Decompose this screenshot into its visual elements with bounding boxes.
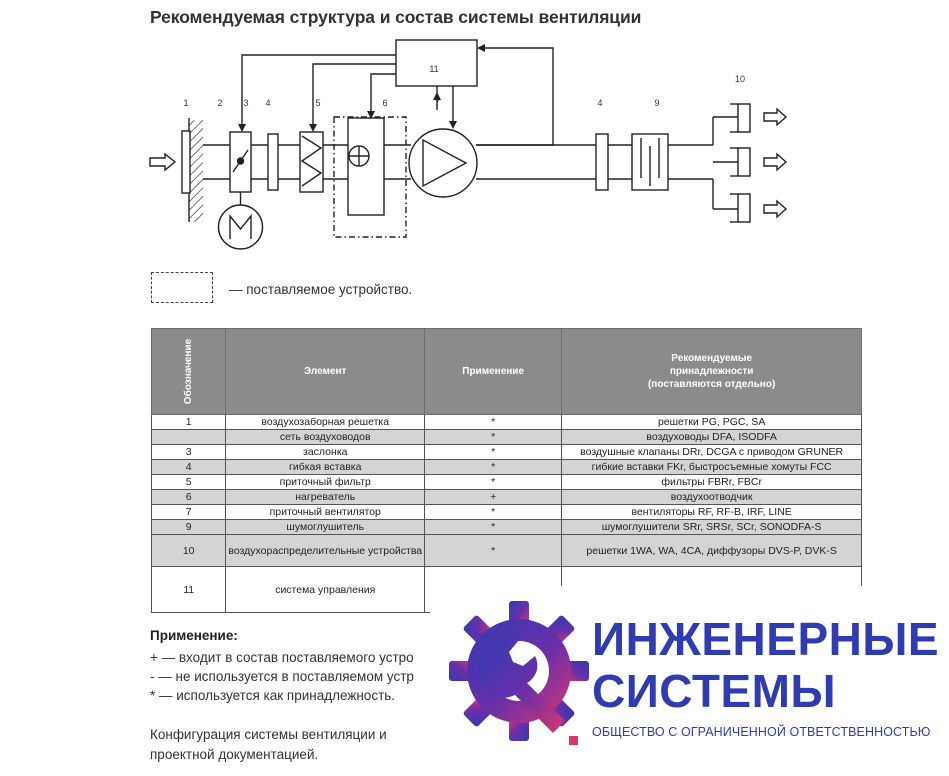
legend-text: — поставляемое устройство. bbox=[229, 282, 413, 297]
legend-dashed-box bbox=[151, 272, 213, 303]
outlet-arrow-icon bbox=[763, 152, 788, 172]
control-system-box bbox=[395, 39, 478, 87]
spec-table: Обозначение Элемент Применение Рекоменду… bbox=[150, 328, 863, 613]
configuration-text: проектной документацией. bbox=[150, 747, 319, 762]
configuration-text: Конфигурация системы вентиляции и bbox=[150, 727, 387, 742]
air-diffuser-middle bbox=[737, 147, 751, 177]
supply-filter bbox=[299, 131, 324, 193]
application-line: * — используется как принадлежность. bbox=[150, 688, 396, 703]
table-row: сеть воздуховодов*воздуховоды DFA, ISODF… bbox=[150, 429, 863, 445]
header-element: Элемент bbox=[225, 328, 426, 415]
outlet-arrow-icon bbox=[763, 199, 788, 219]
application-line: - — не используется в поставляемом устр bbox=[150, 669, 414, 684]
flexible-insert bbox=[267, 133, 279, 191]
diagram-label: 1 bbox=[183, 98, 188, 108]
application-line: + — входит в состав поставляемого устро bbox=[150, 650, 414, 665]
header-accessories: Рекомендуемые принадлежности (поставляют… bbox=[561, 328, 863, 415]
heater bbox=[347, 117, 385, 216]
damper-motor bbox=[217, 204, 264, 250]
wall-hatch bbox=[189, 120, 203, 222]
diagram-label: 5 bbox=[315, 98, 320, 108]
gear-wrench-logo-icon bbox=[449, 601, 589, 745]
header-designation: Обозначение bbox=[150, 328, 227, 415]
outlet-arrow-icon bbox=[763, 107, 788, 127]
diagram-label: 10 bbox=[735, 74, 745, 84]
diagram-label: 6 bbox=[382, 98, 387, 108]
ventilation-diagram: 1 2 3 4 5 6 7 4 9 10 11 bbox=[149, 39, 788, 250]
diagram-label: 4 bbox=[597, 98, 602, 108]
header-application: Применение bbox=[424, 328, 563, 415]
diagram-label: 3 bbox=[243, 98, 248, 108]
diagram-label: 2 bbox=[217, 98, 222, 108]
inlet-arrow-icon bbox=[149, 152, 177, 172]
air-diffuser-bottom bbox=[737, 193, 751, 223]
diagram-label: 7 bbox=[434, 98, 439, 108]
inlet-grille bbox=[181, 130, 191, 194]
flexible-insert-right bbox=[595, 133, 609, 191]
logo-title-line2: СИСТЕМЫ bbox=[592, 665, 836, 717]
diagram-label: 4 bbox=[265, 98, 270, 108]
page-title: Рекомендуемая структура и состав системы… bbox=[150, 7, 642, 27]
air-diffuser-top bbox=[737, 103, 751, 133]
logo-title-line1: ИНЖЕНЕРНЫЕ bbox=[592, 613, 940, 665]
application-title: Применение: bbox=[150, 628, 238, 643]
logo-subtitle: ОБЩЕСТВО С ОГРАНИЧЕННОЙ ОТВЕТСТВЕННОСТЬЮ bbox=[592, 725, 931, 739]
supply-fan bbox=[408, 128, 478, 198]
diagram-label: 9 bbox=[654, 98, 659, 108]
diagram-label: 11 bbox=[429, 64, 438, 74]
